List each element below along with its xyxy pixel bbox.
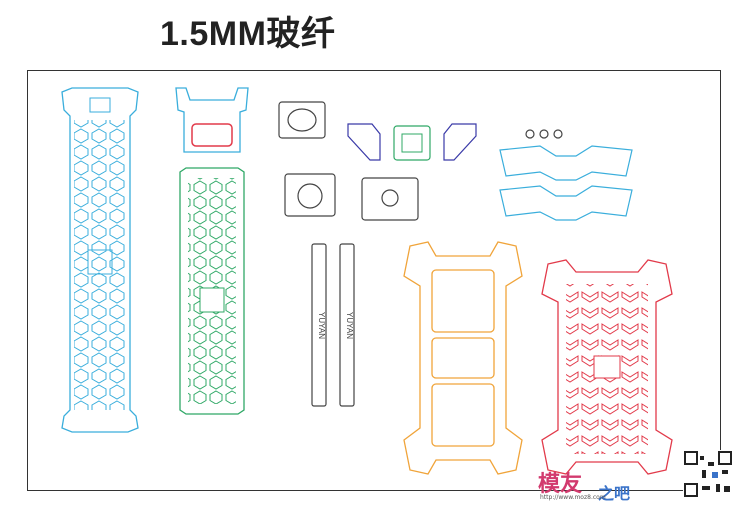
blue-arm-plates — [499, 129, 633, 221]
camera-mount-brackets — [347, 123, 477, 161]
red-plate — [541, 259, 673, 475]
blue-bracket — [175, 87, 249, 153]
blue-long-plate — [61, 87, 139, 433]
orange-frame — [403, 241, 523, 475]
dark-small-plates — [278, 101, 419, 407]
side-rail-label: YUYAN — [317, 312, 326, 339]
page-title: 1.5MM玻纤 — [160, 15, 336, 53]
side-rail-label-2: YUYAN — [345, 312, 354, 339]
drawing-frame — [27, 70, 721, 491]
watermark-brand-suffix: 之吧 — [598, 484, 631, 503]
watermark-url: http://www.moz8.com — [540, 494, 606, 501]
watermark-brand: 模友 — [538, 472, 583, 497]
green-plate — [179, 167, 245, 415]
qr-code — [683, 450, 733, 498]
